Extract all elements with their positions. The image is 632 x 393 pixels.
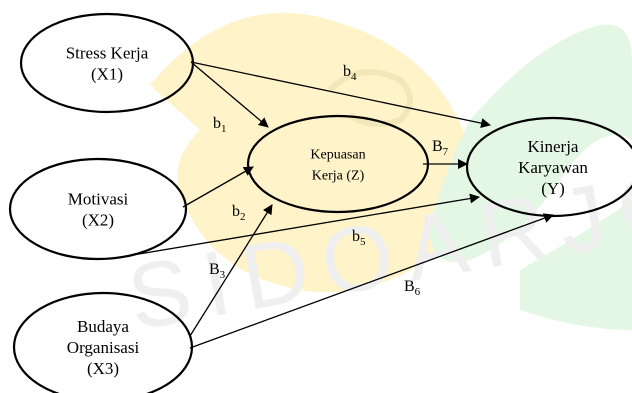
arrow-x3-z [189,204,273,337]
edge-label-x3-y: B6 [404,278,421,298]
node-label-x1-line-1: Stress Kerja [66,43,149,62]
node-ellipse-x1 [19,12,195,114]
node-label-y-line-1: Kinerja [528,137,579,156]
edge-label-x1-z: b1 [213,115,227,135]
arrow-x2-y [114,193,480,259]
arrow-x2-z [182,166,254,208]
node-label-x3-line-3: (X3) [87,359,119,378]
node-label-x1-line-2: (X1) [91,64,123,83]
node-label-z-line-1: Kepuasan [310,147,365,162]
node-ellipse-z [246,114,430,214]
arrow-x1-z [190,61,269,128]
node-label-x2-line-2: (X2) [82,210,114,229]
node-label-y-line-3: (Y) [541,179,565,198]
node-label-z-line-2: Kerja (Z) [312,168,365,183]
arrow-x1-y [190,61,491,129]
node-x2: Motivasi (X2) [8,157,188,261]
edge-label-x2-z: b2 [232,203,246,223]
node-ellipse-x2 [8,157,188,261]
node-label-x3-line-1: Budaya [77,317,129,336]
node-ellipse-x3 [12,291,194,393]
edge-label-x1-y: b4 [343,63,357,83]
edge-label-x3-z: B3 [209,261,226,281]
node-label-y-line-2: Karyawan [518,158,588,177]
edge-label-x2-y: b5 [352,228,366,248]
node-ellipse-y [465,116,632,218]
arrow-x3-y [189,213,554,349]
node-label-x3-line-2: Organisasi [67,338,140,357]
nodes-layer: Stress Kerja (X1) Motivasi (X2) BudayaOrgani… [8,12,632,393]
watermark-logo: SIDOARJO [121,12,632,350]
edge-label-z-y: B7 [432,138,449,158]
node-label-x2-line-1: Motivasi [68,189,129,208]
edges-layer [114,61,554,349]
node-x1: Stress Kerja (X1) [19,12,195,114]
